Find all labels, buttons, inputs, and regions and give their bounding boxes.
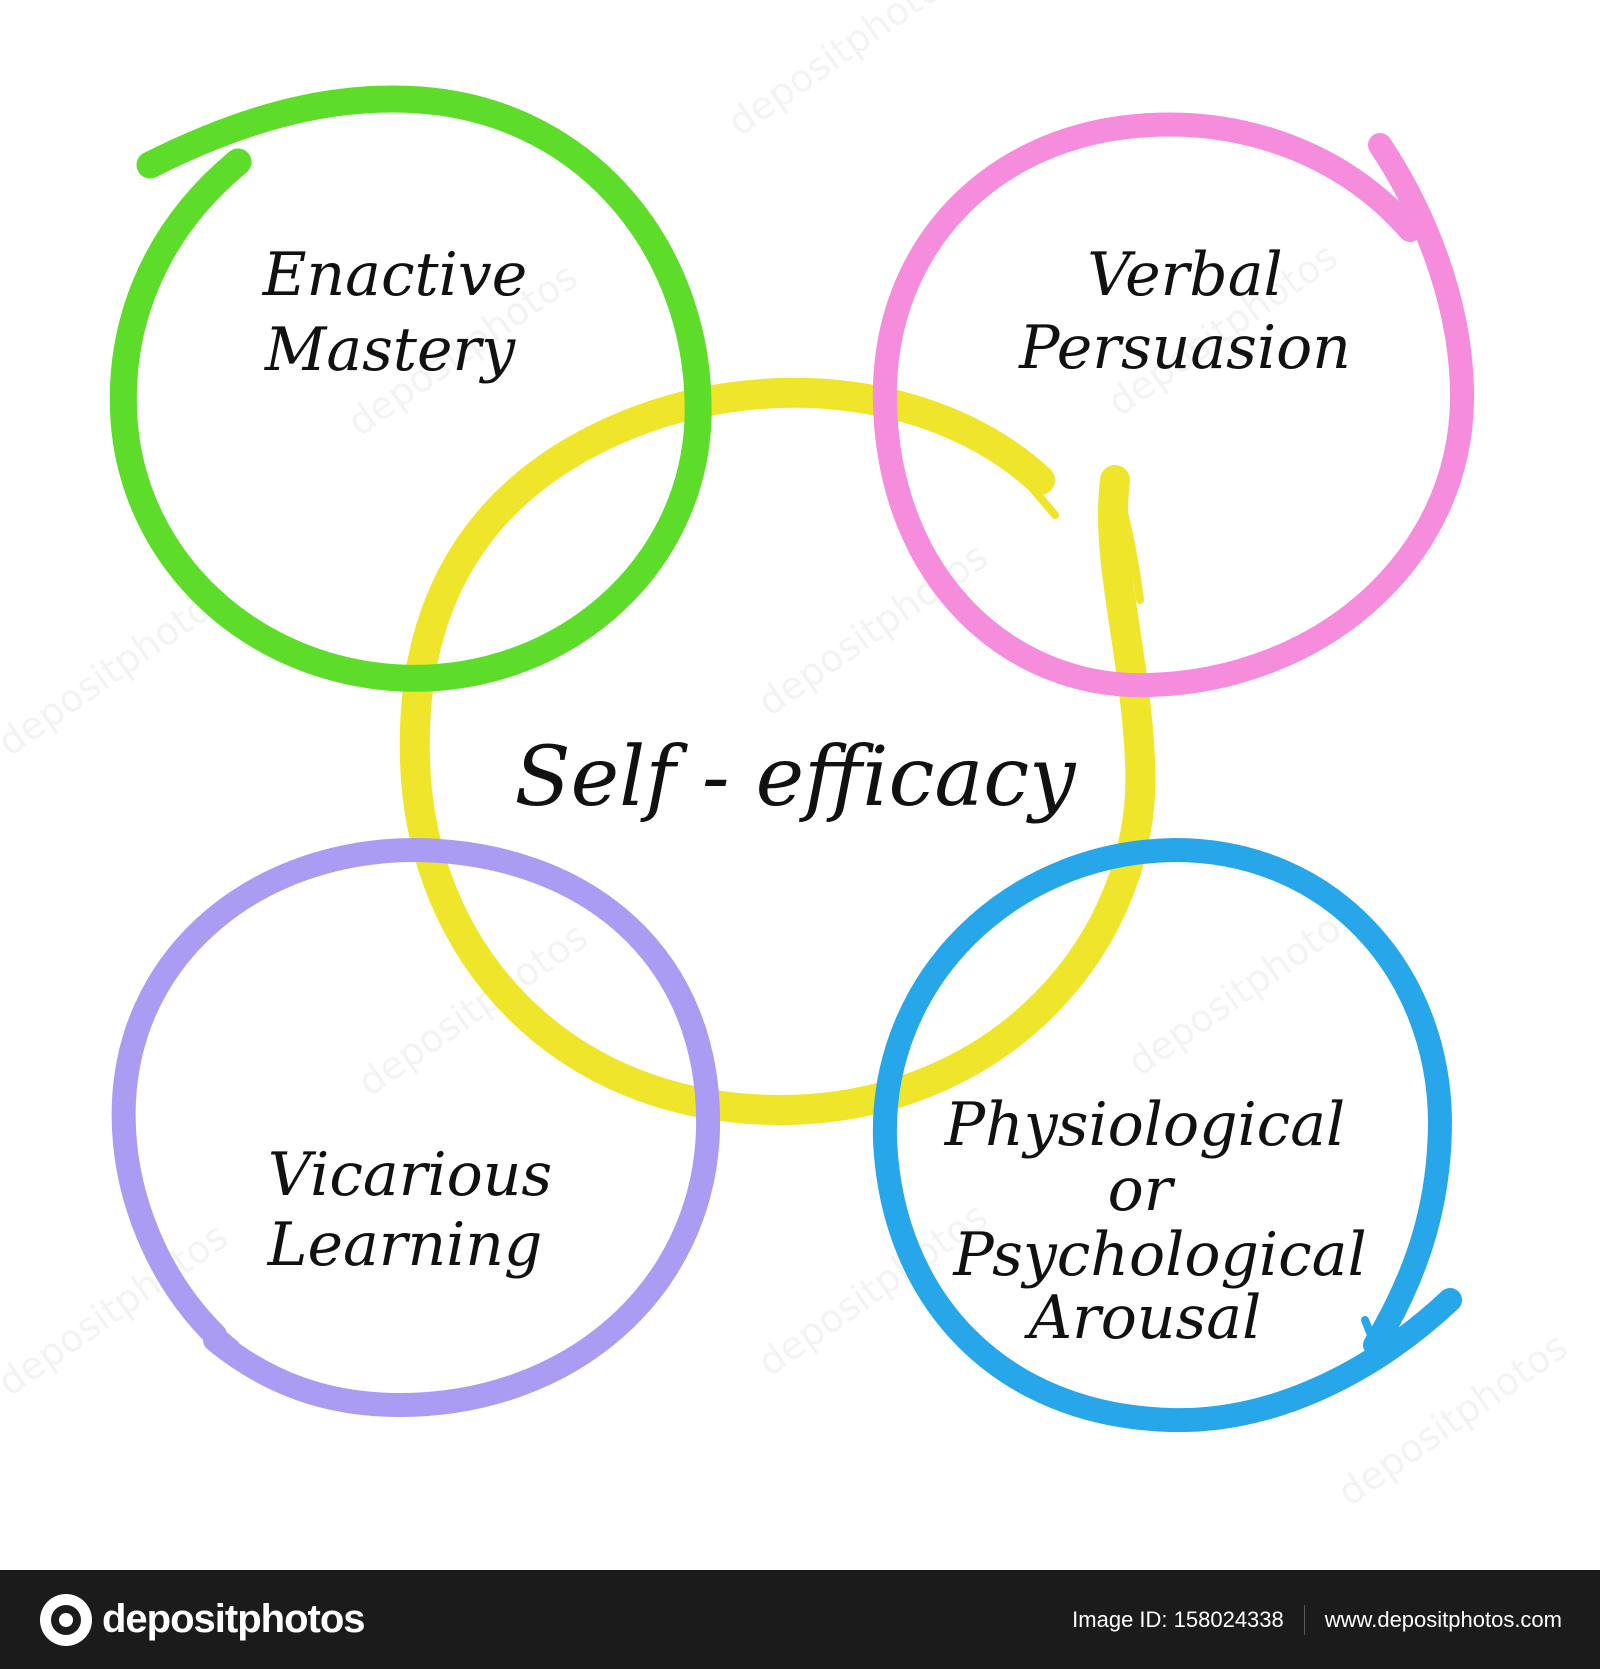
top-right-label: Verbal Persuasion <box>1018 240 1351 383</box>
bottom-left-ring <box>111 837 721 1418</box>
bottom-left-label: Vicarious Learning <box>267 1140 552 1280</box>
footer-divider <box>1303 1604 1305 1635</box>
top-left-label-line-1: Enactive <box>262 240 528 310</box>
center-label-text: Self - efficacy <box>514 730 1077 825</box>
bottom-right-label-line-2: or <box>1108 1155 1176 1225</box>
bottom-right-label: Physiological or Psychological Arousal <box>944 1090 1367 1353</box>
footer-info: Image ID: 158024338 www.depositphotos.co… <box>1072 1604 1562 1635</box>
image-id-text: Image ID: 158024338 <box>1072 1606 1284 1632</box>
center-label: Self - efficacy <box>514 730 1077 825</box>
watermark-text: depositphotos <box>750 534 996 725</box>
top-left-ring <box>109 85 712 692</box>
top-right-label-line-2: Persuasion <box>1018 313 1351 383</box>
brand-logo[interactable]: depositphotos <box>40 1593 366 1646</box>
camera-lens-icon <box>40 1593 92 1646</box>
bottom-left-label-line-2: Learning <box>267 1210 543 1280</box>
site-link[interactable]: www.depositphotos.com <box>1324 1606 1562 1632</box>
watermark-text: depositphotos <box>720 0 966 145</box>
top-left-label-line-2: Mastery <box>264 315 516 385</box>
brand-name: depositphotos <box>102 1597 366 1641</box>
bottom-right-ring <box>872 837 1462 1433</box>
watermark-text: depositphotos <box>1120 894 1366 1085</box>
diagram: depositphotos depositphotos depositphoto… <box>0 0 1576 1515</box>
footer-bar: depositphotos Image ID: 158024338 www.de… <box>0 1570 1600 1669</box>
top-left-label: Enactive Mastery <box>262 240 528 385</box>
bottom-right-label-line-1: Physiological <box>944 1090 1346 1160</box>
bottom-right-label-line-3: Psychological <box>952 1220 1366 1290</box>
top-right-label-line-1: Verbal <box>1087 240 1282 310</box>
bottom-right-label-line-4: Arousal <box>1024 1283 1262 1353</box>
top-right-ring <box>872 112 1475 698</box>
bottom-left-label-line-1: Vicarious <box>268 1140 552 1210</box>
